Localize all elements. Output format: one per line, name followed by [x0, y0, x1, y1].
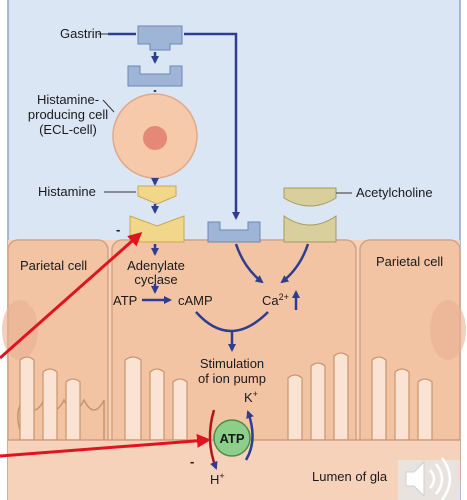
- ecl-cell: [112, 93, 198, 179]
- label-parietal-cell-left: Parietal cell: [20, 258, 87, 273]
- label-histamine: Histamine: [38, 184, 96, 199]
- proton-pump: [213, 419, 251, 457]
- label-parietal-cell-right: Parietal cell: [376, 254, 443, 269]
- signal-arrows: [98, 32, 352, 461]
- ecl-gastrin-receptor: [127, 65, 183, 87]
- label-ecl-line1: Histamine-: [37, 92, 99, 107]
- label-ion-pump: of ion pump: [198, 371, 266, 386]
- label-h: H+: [210, 471, 225, 487]
- label-ca: Ca2+: [262, 292, 289, 308]
- label-pump-atp: ATP: [219, 431, 244, 446]
- label-gastrin: Gastrin: [60, 26, 102, 41]
- label-adenylate: Adenylate: [127, 258, 185, 273]
- acetylcholine-molecule: [283, 187, 337, 207]
- gastrin-molecule: [137, 25, 183, 51]
- acetylcholine-receptor: [283, 215, 337, 243]
- red-pointer-arrows: [0, 232, 211, 458]
- speaker-icon[interactable]: [398, 457, 460, 500]
- label-ecl-line3: (ECL-cell): [39, 122, 97, 137]
- label-acetylcholine: Acetylcholine: [356, 185, 433, 200]
- minus-sign-pump: -: [190, 454, 194, 469]
- label-atp: ATP: [113, 293, 137, 308]
- label-camp: cAMP: [178, 293, 213, 308]
- label-k: K+: [244, 389, 258, 405]
- histamine-molecule: [137, 185, 177, 205]
- label-stimulation: Stimulation: [200, 356, 264, 371]
- label-lumen: Lumen of gla: [312, 469, 388, 484]
- label-cyclase: cyclase: [134, 272, 177, 287]
- parietal-gastrin-receptor: [207, 221, 261, 243]
- blood-side-background: [8, 0, 460, 245]
- minus-sign-histamine: -: [116, 222, 120, 237]
- label-ecl-line2: producing cell: [28, 107, 108, 122]
